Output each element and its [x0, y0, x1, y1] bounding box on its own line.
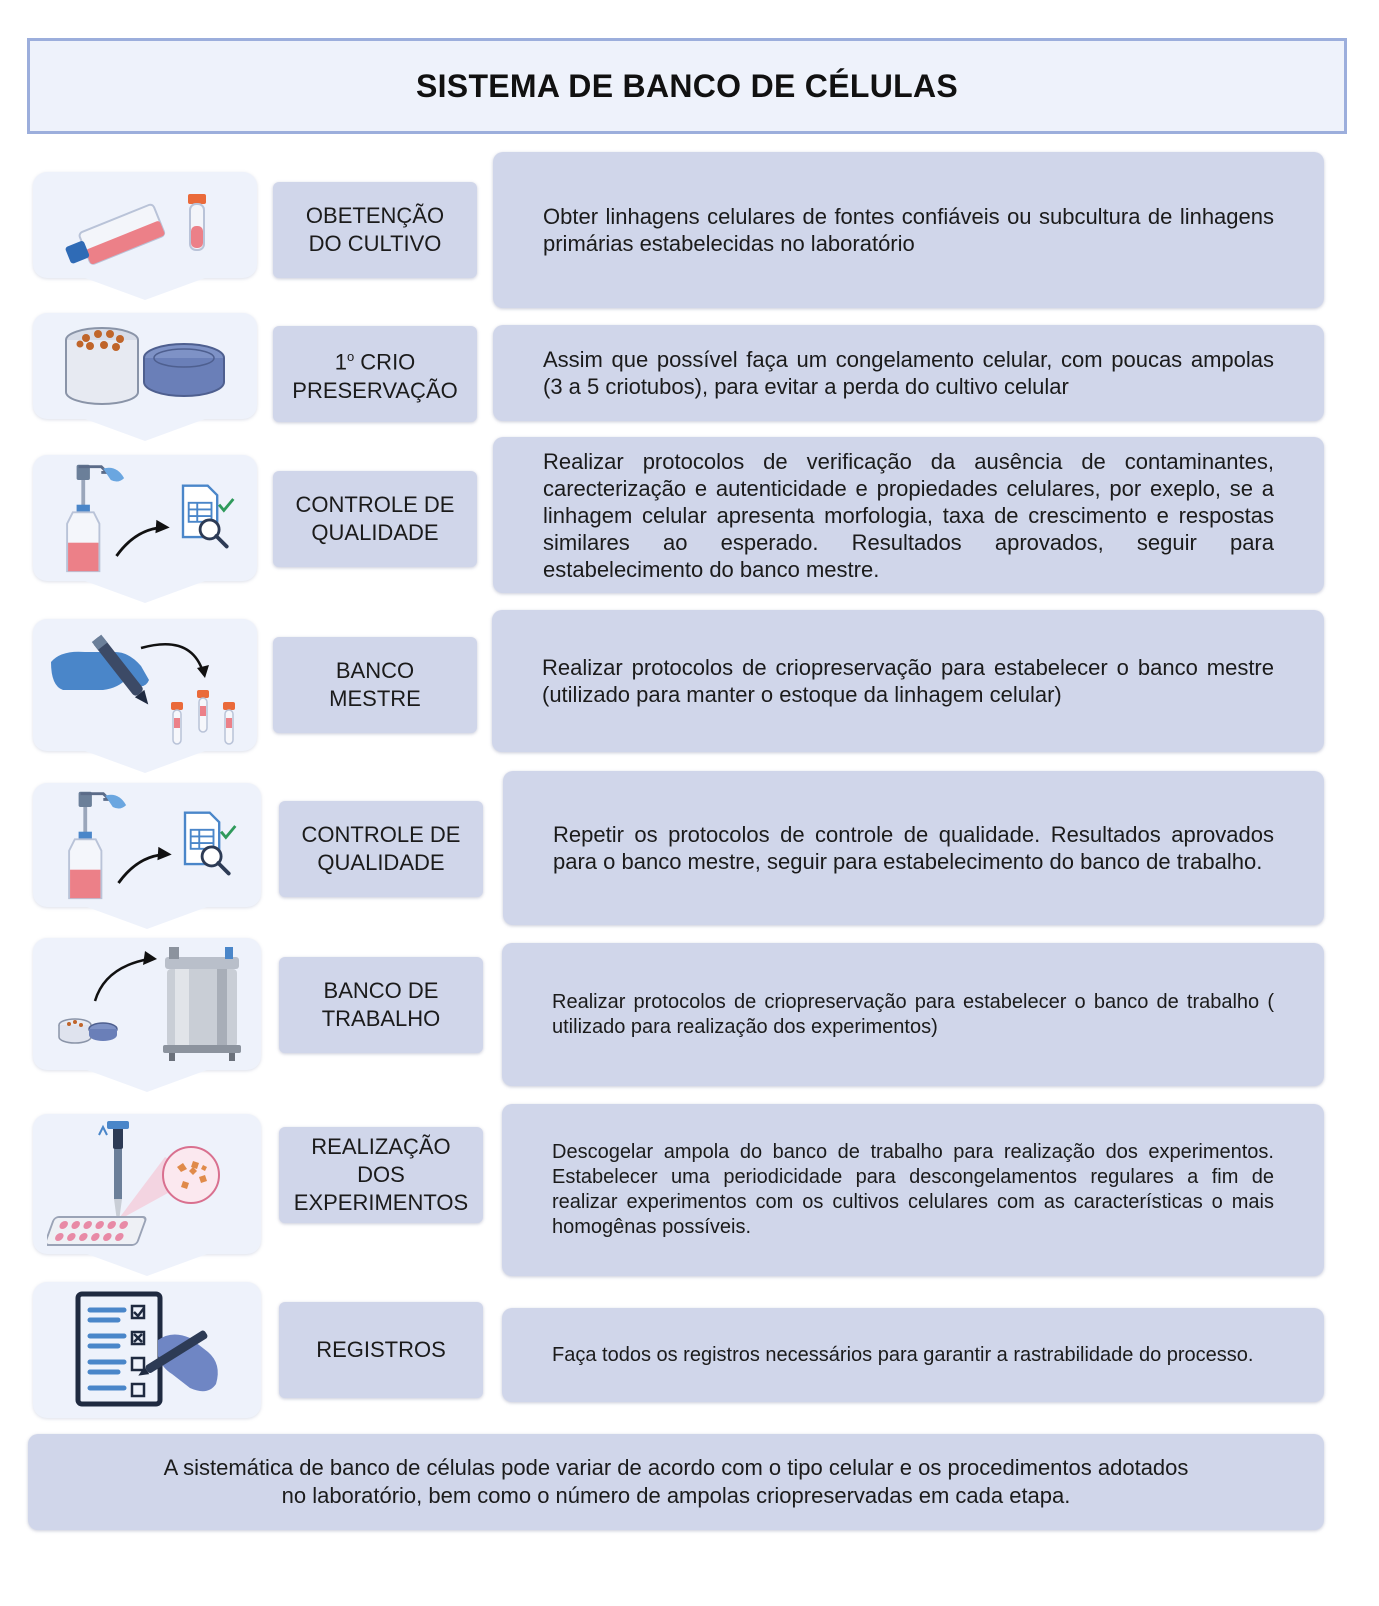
pipette-well-plate-icon	[47, 1121, 220, 1246]
step-2-description: Assim que possível faça um congelamento …	[543, 347, 1274, 399]
step-3-description: Realizar protocolos de verificação da au…	[543, 448, 1274, 582]
step-6-icon-card	[33, 938, 261, 1092]
step-4-label: BANCO MESTRE	[273, 637, 477, 733]
quality-control-icon	[50, 461, 240, 575]
step-2-label-number: 1	[334, 349, 347, 375]
cryo-tank-icon	[58, 947, 241, 1061]
hand-writing-tubes-icon	[51, 634, 235, 745]
step-3-description-box: Realizar protocolos de verificação da au…	[493, 437, 1324, 593]
step-1-description: Obter linhagens celulares de fontes conf…	[543, 204, 1274, 256]
step-1-description-box: Obter linhagens celulares de fontes conf…	[493, 152, 1324, 308]
step-8-description-box: Faça todos os registros necessários para…	[502, 1308, 1324, 1402]
step-7-description-box: Descogelar ampola do banco de trabalho p…	[502, 1104, 1324, 1276]
step-2-description-box: Assim que possível faça um congelamento …	[493, 325, 1324, 421]
step-7-description: Descogelar ampola do banco de trabalho p…	[552, 1141, 1274, 1238]
step-2-label-rest: CRIO	[360, 349, 416, 375]
step-1-label: OBETENÇÃO DO CULTIVO	[273, 182, 477, 278]
title-banner: SISTEMA DE BANCO DE CÉLULAS	[27, 38, 1347, 134]
step-7-label: REALIZAÇÃO DOS EXPERIMENTOS	[279, 1127, 483, 1223]
page-title: SISTEMA DE BANCO DE CÉLULAS	[415, 67, 959, 104]
step-1-icon-card	[33, 172, 257, 300]
step-2-label: 1o CRIO PRESERVAÇÃO	[273, 326, 477, 422]
step-8-description: Faça todos os registros necessários para…	[552, 1343, 1254, 1366]
step-2-label-superscript: o	[346, 349, 355, 365]
step-6-description: Realizar protocolos de criopreservação p…	[552, 990, 1274, 1038]
step-5-description-box: Repetir os protocolos de controle de qua…	[503, 771, 1324, 925]
step-7-icon-card	[33, 1114, 261, 1276]
step-2-label-line1: 1o CRIO	[335, 343, 416, 376]
step-8-icon-card	[33, 1282, 261, 1418]
step-2-icon-card	[33, 313, 257, 441]
step-2-label-line2: PRESERVAÇÃO	[292, 377, 458, 403]
step-3-icon-card	[33, 455, 257, 603]
quality-control-icon	[52, 788, 242, 902]
flask-and-tube-icon	[65, 194, 206, 265]
step-4-description: Realizar protocolos de criopreservação p…	[542, 655, 1274, 707]
step-3-label: CONTROLE DE QUALIDADE	[273, 471, 477, 567]
step-5-icon-card	[33, 783, 261, 929]
step-8-label: REGISTROS	[279, 1302, 483, 1398]
step-5-description: Repetir os protocolos de controle de qua…	[553, 822, 1274, 874]
footer-note: A sistemática de banco de células pode v…	[163, 1455, 1189, 1508]
step-6-description-box: Realizar protocolos de criopreservação p…	[502, 943, 1324, 1086]
cryo-box-icon	[65, 327, 225, 405]
step-5-label: CONTROLE DE QUALIDADE	[279, 801, 483, 897]
step-4-description-box: Realizar protocolos de criopreservação p…	[492, 610, 1324, 752]
step-4-icon-card	[33, 619, 257, 773]
checklist-icon	[75, 1291, 218, 1407]
footer-note-box: A sistemática de banco de células pode v…	[28, 1434, 1324, 1530]
step-6-label: BANCO DE TRABALHO	[279, 957, 483, 1053]
